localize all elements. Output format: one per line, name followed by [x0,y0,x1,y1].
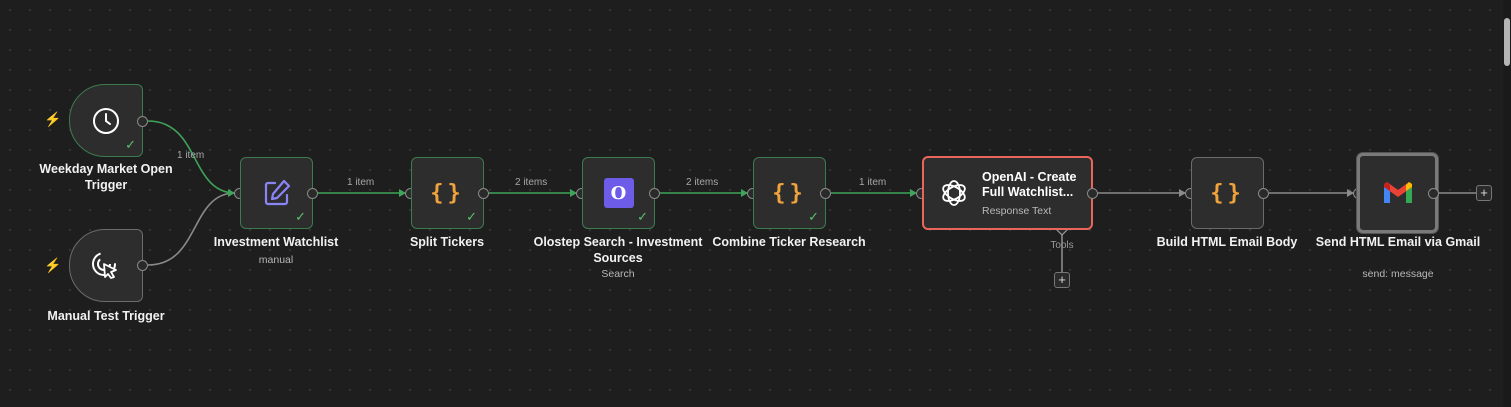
output-port[interactable] [820,188,831,199]
node-label: Send HTML Email via Gmail [1315,235,1481,249]
tools-label: Tools [1050,240,1074,251]
code-braces-icon: {} [1210,180,1245,206]
node-build-html-email-body[interactable]: {} [1191,157,1264,229]
node-investment-watchlist[interactable]: ✓ [240,157,313,229]
output-port[interactable] [307,188,318,199]
output-port[interactable] [649,188,660,199]
node-label: Weekday Market Open Trigger [39,162,173,192]
vertical-scrollbar[interactable] [1503,0,1511,407]
add-node-button[interactable]: + [1476,185,1492,201]
edge-label: 2 items [515,177,548,188]
edit-icon [264,179,290,206]
node-olostep-search[interactable]: O ✓ [582,157,655,229]
node-weekday-market-open-trigger[interactable]: ✓ [69,84,143,157]
node-label: Split Tickers [409,235,485,249]
node-label: Investment Watchlist [213,235,339,249]
edge-label: 1 item [859,177,887,188]
edge-label: 2 items [686,177,719,188]
pointer-click-icon [92,251,117,279]
node-label: Olostep Search - Investment Sources [533,235,703,265]
success-check-icon: ✓ [808,209,819,224]
node-combine-ticker-research[interactable]: {} ✓ [753,157,826,229]
node-subtitle: Search [601,268,635,280]
scrollbar-thumb[interactable] [1504,18,1510,66]
openai-logo [942,180,966,206]
node-label: Manual Test Trigger [47,309,165,323]
code-braces-icon: {} [430,180,465,206]
node-openai-create-watchlist[interactable]: OpenAI - Create Full Watchlist... Respon… [922,156,1093,230]
node-manual-test-trigger[interactable] [69,229,143,302]
output-port[interactable] [1428,188,1439,199]
success-check-icon: ✓ [125,137,136,152]
add-tool-button[interactable]: + [1054,272,1070,288]
output-port[interactable] [478,188,489,199]
node-subtitle: manual [258,254,294,266]
output-port[interactable] [137,116,148,127]
output-port[interactable] [1087,188,1098,199]
edge-label: 1 item [347,177,375,188]
node-label: Combine Ticker Research [712,235,866,249]
output-port[interactable] [1258,188,1269,199]
node-split-tickers[interactable]: {} ✓ [411,157,484,229]
edge-label: 1 item [177,150,205,161]
trigger-bolt-icon: ⚡ [44,111,62,127]
success-check-icon: ✓ [466,209,477,224]
olostep-logo: O [603,178,634,208]
output-port[interactable] [137,260,148,271]
code-braces-icon: {} [772,180,807,206]
node-send-html-email-gmail[interactable] [1357,153,1438,233]
node-subtitle: Response Text [982,204,1052,217]
node-subtitle: send: message [1362,268,1434,280]
trigger-bolt-icon: ⚡ [44,257,62,273]
node-title: OpenAI - Create Full Watchlist... [982,169,1077,199]
node-label: Build HTML Email Body [1156,235,1298,249]
gmail-logo [1383,182,1412,203]
success-check-icon: ✓ [637,209,648,224]
clock-icon [93,107,119,134]
success-check-icon: ✓ [295,209,306,224]
